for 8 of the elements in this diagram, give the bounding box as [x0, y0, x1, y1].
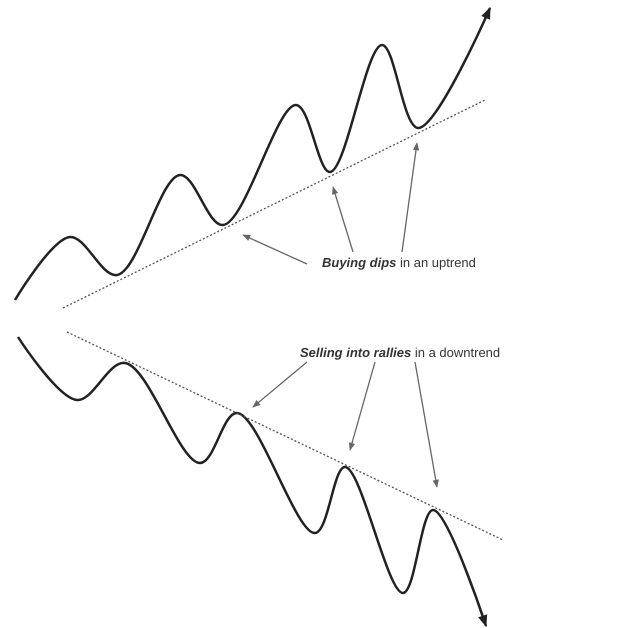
- callout-text: Selling into rallies in a downtrend: [300, 345, 500, 361]
- leader-arrow: [242, 234, 308, 265]
- leader-arrow: [348, 362, 376, 451]
- callout-text: Buying dips in an uptrend: [322, 255, 476, 271]
- leader-arrow: [401, 142, 420, 252]
- leader-arrow: [414, 362, 439, 488]
- leader-arrow: [332, 186, 354, 252]
- leader-arrow: [252, 362, 308, 408]
